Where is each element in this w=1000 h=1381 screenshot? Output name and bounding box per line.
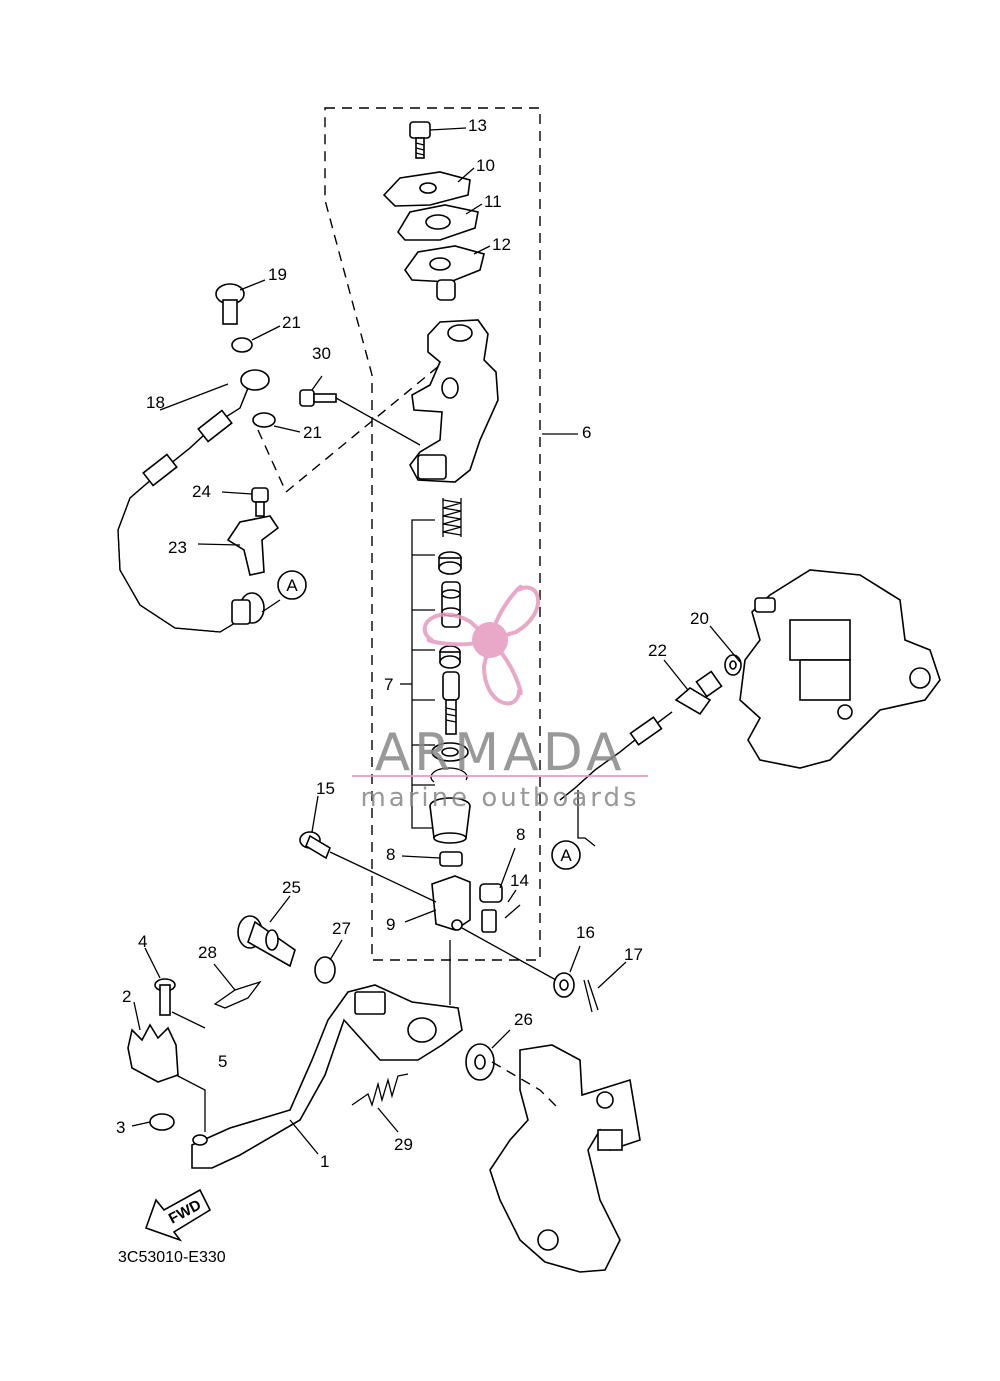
callout-11: 11 bbox=[484, 192, 502, 211]
callout-leaders bbox=[131, 127, 741, 1155]
callout-14: 14 bbox=[510, 871, 529, 890]
callout-21a: 21 bbox=[282, 313, 301, 332]
pin-15 bbox=[299, 831, 331, 860]
union-bolt-22 bbox=[674, 670, 723, 716]
fwd-arrow: FWD bbox=[144, 1188, 212, 1242]
nut-8b bbox=[479, 883, 503, 903]
leader-hose-a bbox=[261, 599, 281, 613]
callout-numbers: 13 10 11 12 6 7 8 8 9 14 15 16 17 18 19 … bbox=[116, 116, 709, 1171]
washer-26 bbox=[465, 1043, 495, 1081]
callout-22: 22 bbox=[648, 641, 667, 660]
washer-27 bbox=[314, 956, 336, 984]
callout-23: 23 bbox=[168, 538, 187, 557]
washer-20 bbox=[724, 654, 742, 676]
callout-25: 25 bbox=[282, 878, 301, 897]
cotter-pin-17 bbox=[583, 979, 599, 1013]
callout-1: 1 bbox=[320, 1152, 329, 1171]
brake-pedal-1 bbox=[191, 984, 463, 1169]
piston bbox=[441, 581, 461, 628]
pivot-bolt-25 bbox=[237, 915, 296, 968]
leader-washer bbox=[461, 927, 557, 981]
callout-27: 27 bbox=[332, 919, 351, 938]
callout-26: 26 bbox=[514, 1010, 533, 1029]
nut-8a bbox=[439, 851, 463, 867]
boot-washer bbox=[431, 742, 469, 762]
callout-16: 16 bbox=[576, 923, 595, 942]
bolt-19 bbox=[215, 283, 245, 325]
spring bbox=[442, 498, 462, 537]
cap-10 bbox=[382, 171, 471, 207]
diagram-code: 3C53010-E330 bbox=[118, 1249, 226, 1266]
leader-pin-4 bbox=[171, 1011, 206, 1029]
leader-pin bbox=[329, 851, 437, 903]
ref-marker-a-lower: A bbox=[551, 840, 581, 870]
dash-hose-connection bbox=[257, 364, 441, 493]
cotter-14 bbox=[481, 904, 521, 933]
ref-marker-a-lower-label: A bbox=[560, 846, 572, 865]
callout-8b: 8 bbox=[516, 825, 525, 844]
dash-frame bbox=[491, 1061, 561, 1111]
bolt-13 bbox=[409, 121, 431, 159]
clevis-9 bbox=[431, 875, 471, 931]
callout-3: 3 bbox=[116, 1118, 125, 1137]
washer-16 bbox=[553, 972, 575, 998]
callout-10: 10 bbox=[476, 156, 495, 175]
callout-8a: 8 bbox=[386, 845, 395, 864]
callout-19: 19 bbox=[268, 265, 287, 284]
watermark-title: ARMADA bbox=[375, 723, 626, 783]
push-rod bbox=[442, 671, 460, 735]
callout-7: 7 bbox=[384, 675, 393, 694]
clip-28 bbox=[213, 980, 262, 1009]
leader-tip bbox=[175, 1074, 206, 1132]
callout-6: 6 bbox=[582, 423, 591, 442]
bracket-7 bbox=[411, 519, 435, 829]
lower-hose bbox=[559, 711, 673, 801]
pin-4 bbox=[154, 978, 176, 1016]
callout-15: 15 bbox=[316, 779, 335, 798]
clamp-23 bbox=[226, 515, 280, 576]
callout-28: 28 bbox=[198, 943, 217, 962]
brake-hose-18 bbox=[117, 369, 270, 633]
callout-21b: 21 bbox=[303, 423, 322, 442]
caliper bbox=[739, 569, 941, 769]
callout-5: 5 bbox=[218, 1052, 227, 1071]
bolt-30 bbox=[299, 389, 337, 407]
pedal-tip-2 bbox=[127, 1023, 179, 1083]
dust-boot bbox=[429, 797, 471, 844]
callout-9: 9 bbox=[386, 915, 395, 934]
clip-3 bbox=[149, 1113, 175, 1131]
diaphragm-12 bbox=[404, 245, 485, 301]
callout-20: 20 bbox=[690, 609, 709, 628]
cup-seal-2 bbox=[439, 645, 461, 669]
master-cylinder-body bbox=[409, 319, 499, 483]
callout-4: 4 bbox=[138, 932, 147, 951]
callout-30: 30 bbox=[312, 344, 331, 363]
leader-bolt-30 bbox=[335, 397, 421, 446]
ref-marker-a-upper-label: A bbox=[286, 576, 298, 595]
callout-13: 13 bbox=[468, 116, 487, 135]
spring-29 bbox=[351, 1073, 409, 1108]
watermark-logo: ARMADA marine outboards bbox=[352, 584, 648, 813]
washer-21a bbox=[231, 337, 253, 353]
ref-marker-a-upper: A bbox=[277, 570, 307, 600]
watermark-subtitle: marine outboards bbox=[360, 783, 639, 813]
callout-18: 18 bbox=[146, 393, 165, 412]
washer-21b bbox=[252, 412, 276, 428]
callout-29: 29 bbox=[394, 1135, 413, 1154]
callout-24: 24 bbox=[192, 482, 211, 501]
cup-seal-1 bbox=[438, 551, 462, 575]
plate-11 bbox=[397, 204, 479, 241]
callout-17: 17 bbox=[624, 945, 643, 964]
leader-hose-lower-a bbox=[577, 790, 596, 847]
callout-2: 2 bbox=[122, 987, 131, 1006]
bolt-24 bbox=[251, 487, 269, 517]
callout-12: 12 bbox=[492, 235, 511, 254]
frame-section bbox=[489, 1044, 641, 1273]
propeller-icon bbox=[422, 584, 540, 706]
